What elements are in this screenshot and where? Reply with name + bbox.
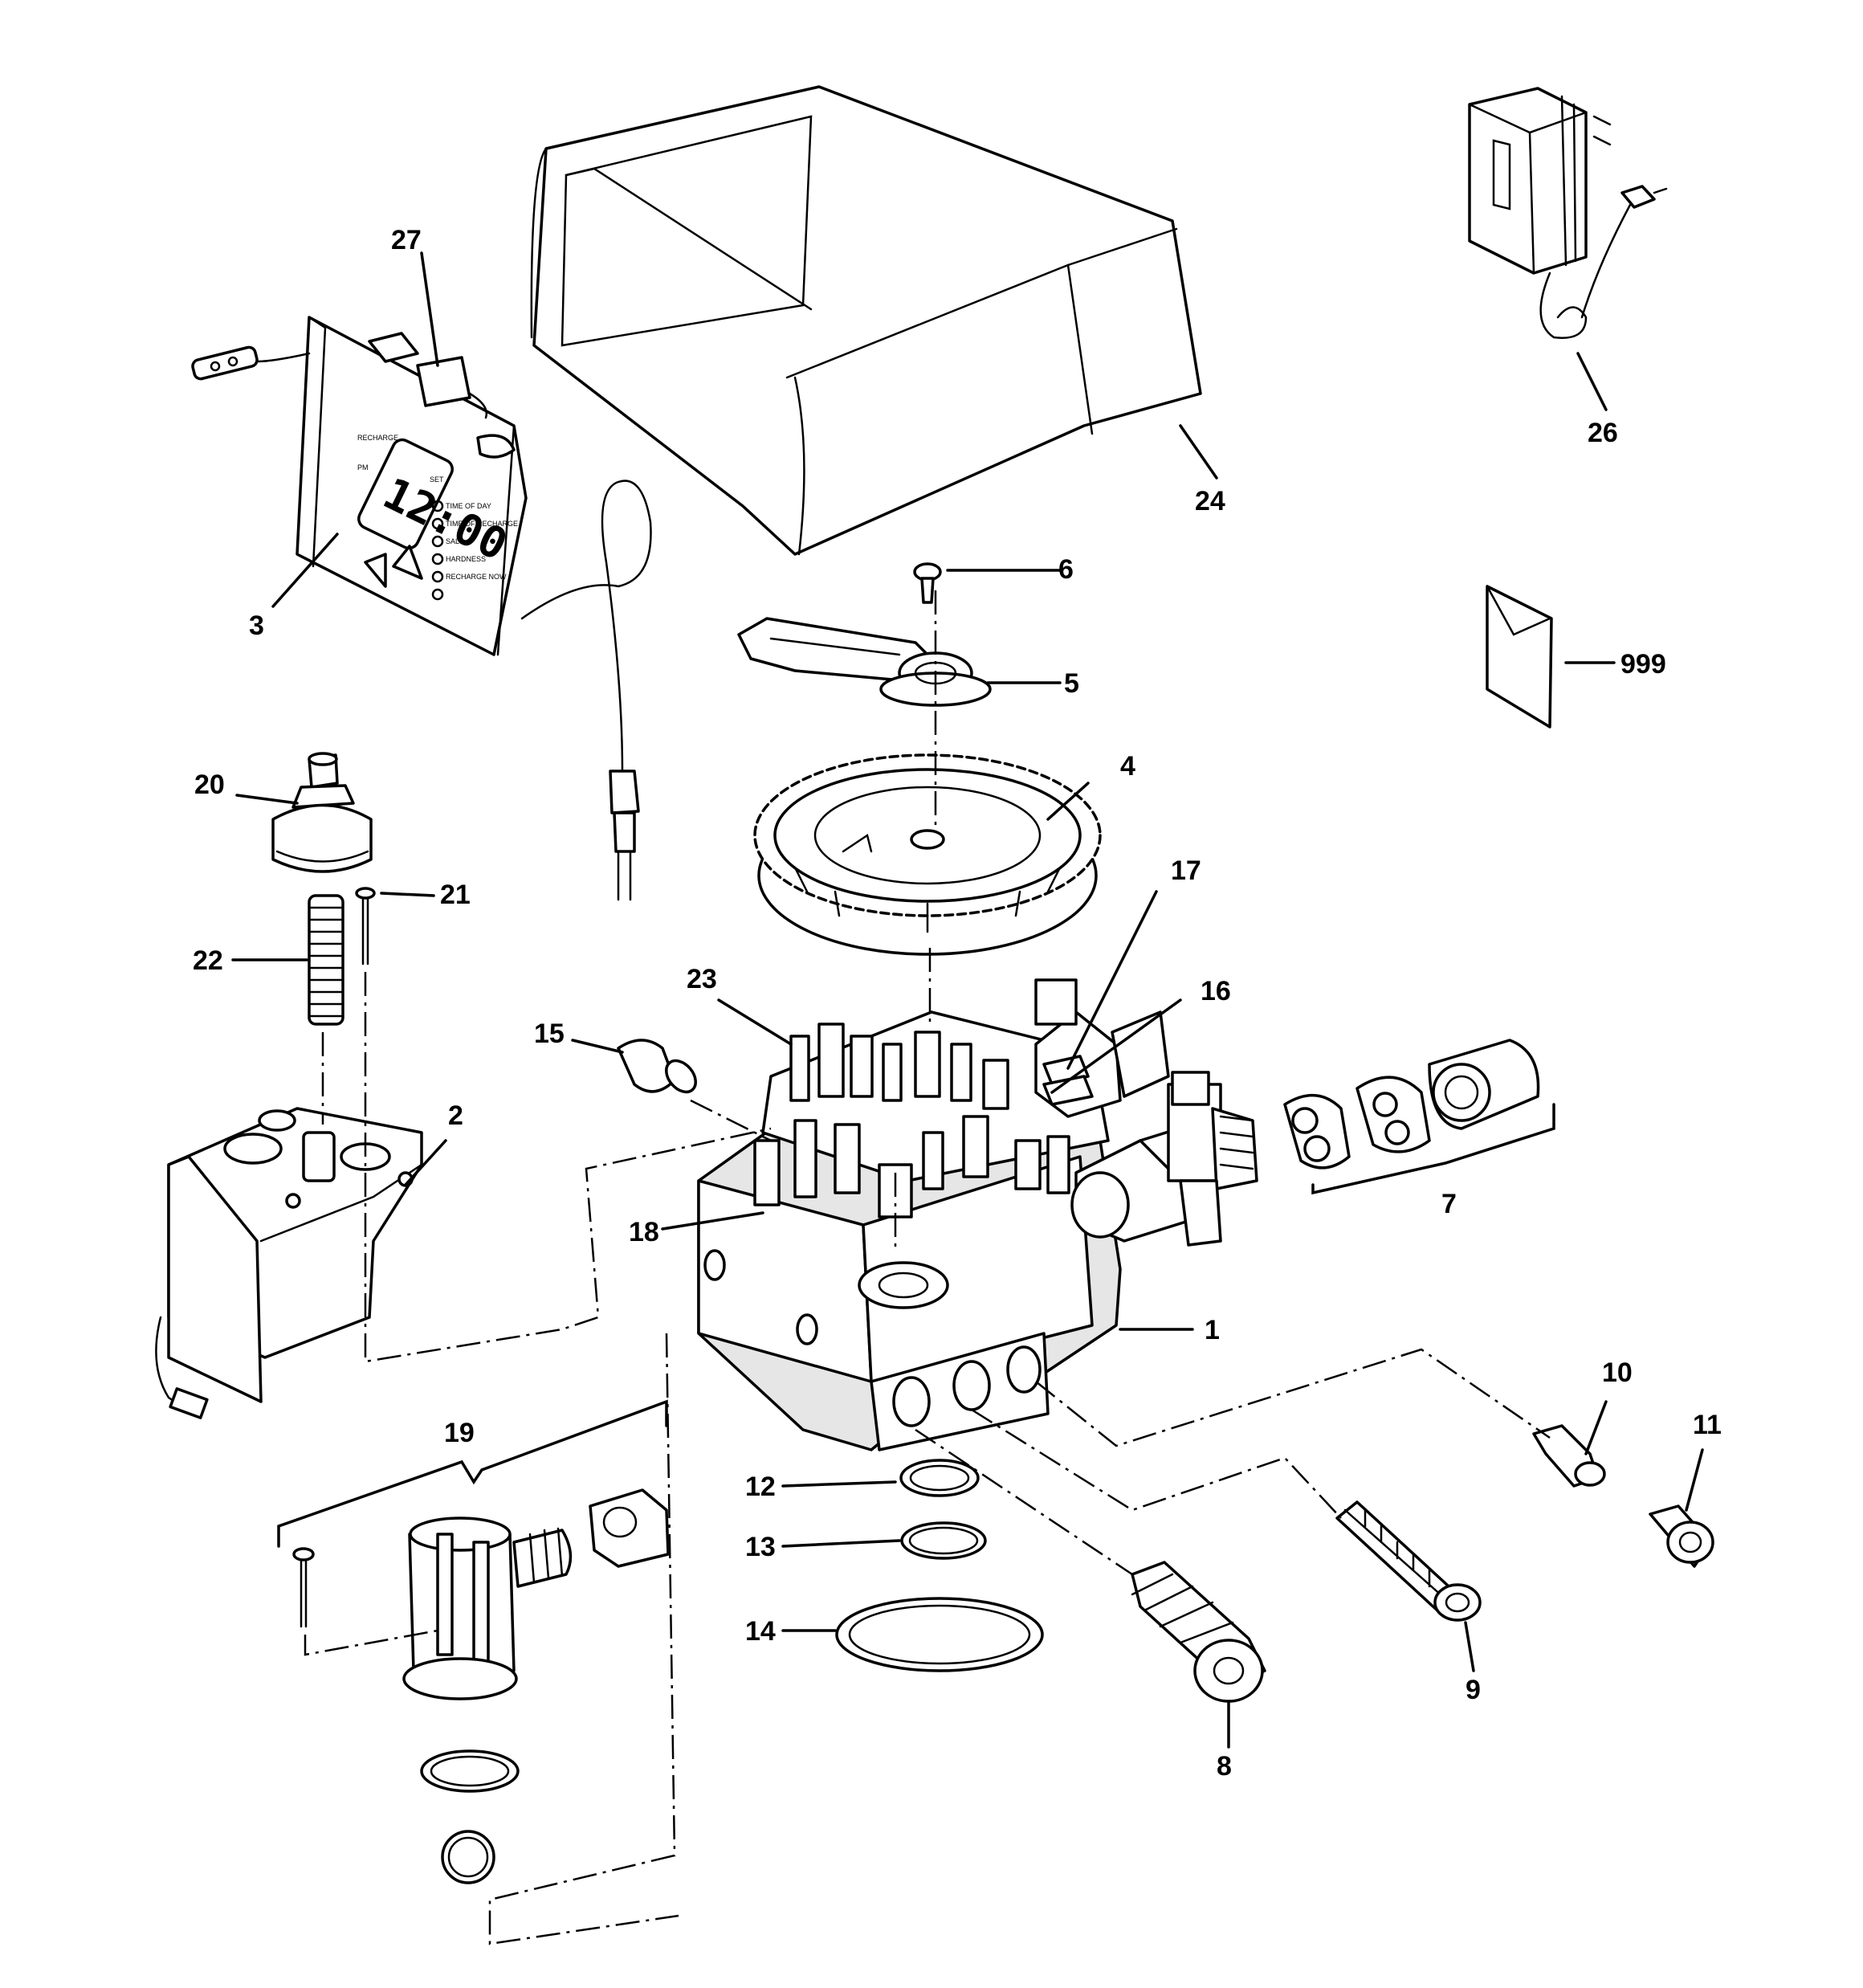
part-21-screw xyxy=(355,887,376,965)
callout-9: 9 xyxy=(1466,1675,1481,1705)
part-999-manual xyxy=(1486,585,1553,729)
callout-13: 13 xyxy=(745,1532,776,1562)
callout-22: 22 xyxy=(193,945,223,976)
part-11-fitting xyxy=(1649,1504,1714,1568)
callout-15: 15 xyxy=(534,1018,565,1049)
part-3-timer: 12:00 TIME OF DAY TIME OF RECHARGE SALT … xyxy=(191,316,652,901)
callout-14: 14 xyxy=(745,1616,776,1647)
callout-17: 17 xyxy=(1171,855,1201,886)
part-24-cover xyxy=(530,85,1202,556)
callout-20: 20 xyxy=(194,769,225,800)
callout-16: 16 xyxy=(1201,976,1231,1006)
callout-8: 8 xyxy=(1217,1751,1232,1782)
callout-27: 27 xyxy=(391,225,422,255)
callout-7: 7 xyxy=(1441,1189,1457,1219)
assembly-lines xyxy=(304,590,1551,1945)
callout-6: 6 xyxy=(1058,554,1074,585)
callout-4: 4 xyxy=(1120,751,1135,782)
label-time-of-day: TIME OF DAY xyxy=(446,502,491,510)
part-20-knob xyxy=(271,752,373,873)
part-2-meter-housing xyxy=(155,1107,423,1419)
part-5-drive-arm xyxy=(737,617,992,707)
label-time-of-recharge: TIME OF RECHARGE xyxy=(446,520,518,528)
part-8-nozzle xyxy=(1131,1561,1266,1703)
callout-labels: 1 2 3 4 5 6 7 8 9 10 11 12 13 14 15 16 1… xyxy=(193,225,1722,1782)
callout-3: 3 xyxy=(249,610,264,641)
leader-lines xyxy=(231,251,1704,1749)
part-22-spring xyxy=(308,894,344,1026)
callout-21: 21 xyxy=(440,880,471,910)
part-6-screw xyxy=(913,562,942,604)
callout-5: 5 xyxy=(1064,668,1079,699)
callout-11: 11 xyxy=(1693,1410,1722,1440)
part-13-o-ring xyxy=(900,1521,987,1560)
label-pm: PM xyxy=(357,463,369,471)
callout-18: 18 xyxy=(629,1217,659,1247)
part-1-valve-body xyxy=(697,978,1258,1451)
label-set: SET xyxy=(430,476,444,484)
part-4-gear xyxy=(753,753,1102,956)
callout-12: 12 xyxy=(745,1472,776,1502)
callout-10: 10 xyxy=(1602,1357,1633,1388)
part-15-plug xyxy=(617,1039,697,1094)
part-7-bypass-adapters xyxy=(1283,1039,1540,1170)
label-hardness: HARDNESS xyxy=(446,555,486,563)
callout-24: 24 xyxy=(1195,486,1225,516)
label-recharge: RECHARGE xyxy=(357,434,398,442)
callout-23: 23 xyxy=(687,964,717,994)
callout-19: 19 xyxy=(444,1418,475,1448)
callout-26: 26 xyxy=(1588,418,1618,448)
callout-1: 1 xyxy=(1205,1315,1220,1345)
part-19-meter-assembly xyxy=(277,1399,670,1884)
part-12-o-ring xyxy=(899,1459,980,1497)
part-14-o-ring xyxy=(835,1597,1044,1672)
label-salt: SALT xyxy=(446,537,463,545)
callout-999: 999 xyxy=(1620,649,1666,680)
part-26-transformer xyxy=(1468,87,1668,339)
part-9-screen xyxy=(1335,1500,1482,1622)
part-10-fitting xyxy=(1532,1424,1606,1488)
label-recharge-now: RECHARGE NOW xyxy=(446,573,507,581)
callout-2: 2 xyxy=(448,1100,463,1131)
